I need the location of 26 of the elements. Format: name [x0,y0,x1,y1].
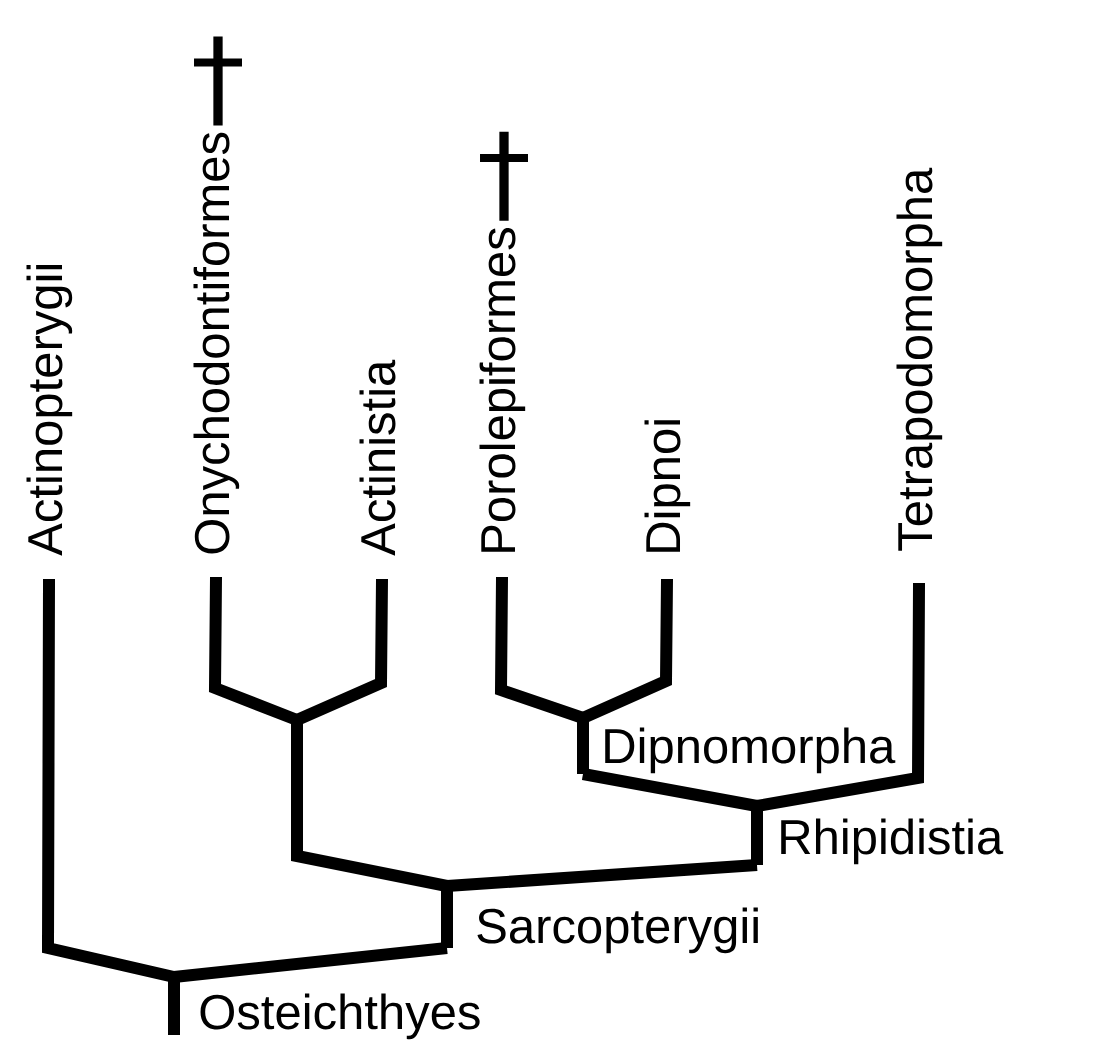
clade-label: Osteichthyes [200,993,480,1040]
branch-line [441,886,453,948]
clade-label: Rhipidistia [781,818,1004,865]
taxon-label: Actinopterygii [26,265,73,556]
taxon-label: Tetrapodomorpha [896,167,943,551]
branch-line [208,576,300,726]
branch-line [577,718,589,774]
clade-label: Dipnomorpha [605,727,896,774]
branch-line [755,582,925,812]
branch-line [42,579,176,983]
extinct-dagger: † [194,36,242,126]
branch-line [294,578,388,726]
taxon-label: Actinistia [359,359,396,556]
branch-line [291,720,449,892]
branch-line [446,859,758,892]
branch-line [168,977,180,1035]
branch-line [494,576,585,724]
branch-line [580,578,673,724]
taxon-label: Onychodontiformes [193,132,240,554]
branch-line [581,768,759,812]
extinct-dagger: † [480,131,528,221]
clade-label: Sarcopterygii [477,907,758,954]
taxon-label: Porolepiformes [479,228,526,552]
branch-line [751,806,763,865]
branch-line [173,942,448,983]
taxon-label: Dipnoi [644,420,691,552]
